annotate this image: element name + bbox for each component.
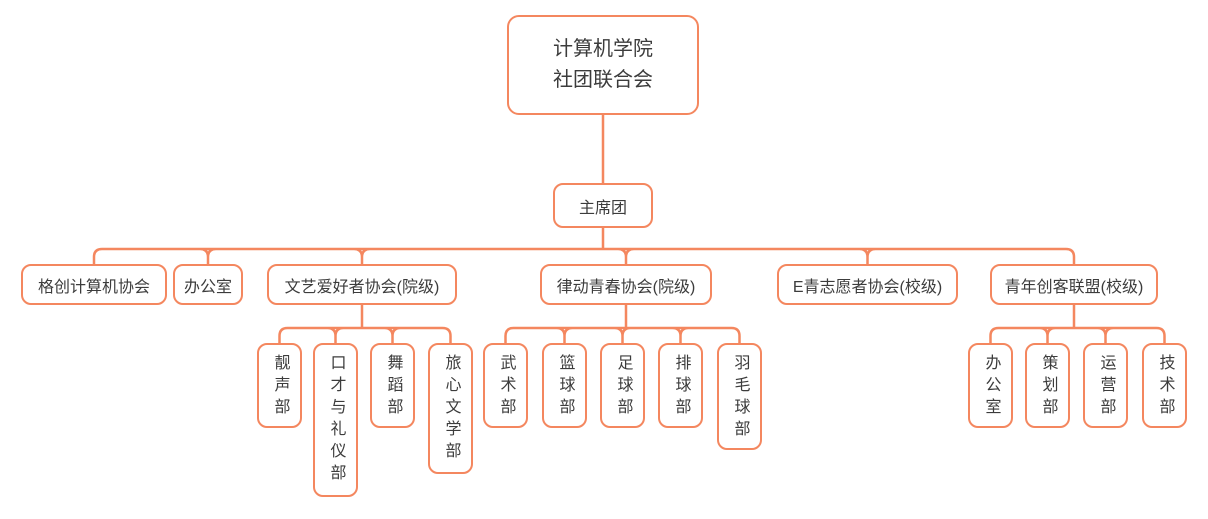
- node-gechuang-computer-association[interactable]: 格创计算机协会: [21, 264, 167, 305]
- node-label: 旅心文学部: [442, 354, 460, 464]
- node-arts-lovers-association[interactable]: 文艺爱好者协会(院级): [267, 264, 457, 305]
- node-operations-dept[interactable]: 运营部: [1083, 343, 1128, 428]
- node-label: 排球部: [672, 354, 690, 420]
- node-label: 青年创客联盟(校级): [1004, 278, 1144, 296]
- node-badminton-dept[interactable]: 羽毛球部: [717, 343, 762, 450]
- node-label: 足球部: [614, 354, 632, 420]
- node-label: 办公室: [982, 354, 1000, 420]
- node-label: E青志愿者协会(校级): [792, 278, 943, 296]
- node-office[interactable]: 办公室: [173, 264, 243, 305]
- node-label: 文艺爱好者协会(院级): [284, 278, 440, 296]
- node-technology-dept[interactable]: 技术部: [1142, 343, 1187, 428]
- node-label: 靓声部: [271, 354, 289, 420]
- node-label: 篮球部: [556, 354, 574, 420]
- node-volleyball-dept[interactable]: 排球部: [658, 343, 703, 428]
- node-wushu-dept[interactable]: 武术部: [483, 343, 528, 428]
- node-voice-dept[interactable]: 靓声部: [257, 343, 302, 428]
- node-eloquence-etiquette-dept[interactable]: 口才与礼仪部: [313, 343, 358, 497]
- node-young-maker-league[interactable]: 青年创客联盟(校级): [990, 264, 1158, 305]
- node-label: 格创计算机协会: [37, 278, 150, 296]
- node-label: 舞蹈部: [384, 354, 402, 420]
- node-rhythm-youth-association[interactable]: 律动青春协会(院级): [540, 264, 712, 305]
- node-football-dept[interactable]: 足球部: [600, 343, 645, 428]
- node-basketball-dept[interactable]: 篮球部: [542, 343, 587, 428]
- node-label: 计算机学院 社团联合会: [553, 38, 653, 91]
- node-eqing-volunteer-association[interactable]: E青志愿者协会(校级): [777, 264, 958, 305]
- node-dance-dept[interactable]: 舞蹈部: [370, 343, 415, 428]
- node-label: 羽毛球部: [731, 354, 749, 442]
- node-label: 办公室: [183, 278, 232, 296]
- node-label: 主席团: [578, 199, 627, 217]
- node-planning-dept[interactable]: 策划部: [1025, 343, 1070, 428]
- node-label: 技术部: [1156, 354, 1174, 420]
- node-label: 策划部: [1039, 354, 1057, 420]
- node-travel-literature-dept[interactable]: 旅心文学部: [428, 343, 473, 474]
- node-label: 运营部: [1097, 354, 1115, 420]
- node-label: 口才与礼仪部: [327, 354, 345, 486]
- node-label: 律动青春协会(院级): [556, 278, 696, 296]
- node-office-dept[interactable]: 办公室: [968, 343, 1013, 428]
- node-label: 武术部: [497, 354, 515, 420]
- node-federation[interactable]: 计算机学院 社团联合会: [507, 15, 699, 115]
- node-presidium[interactable]: 主席团: [553, 183, 653, 228]
